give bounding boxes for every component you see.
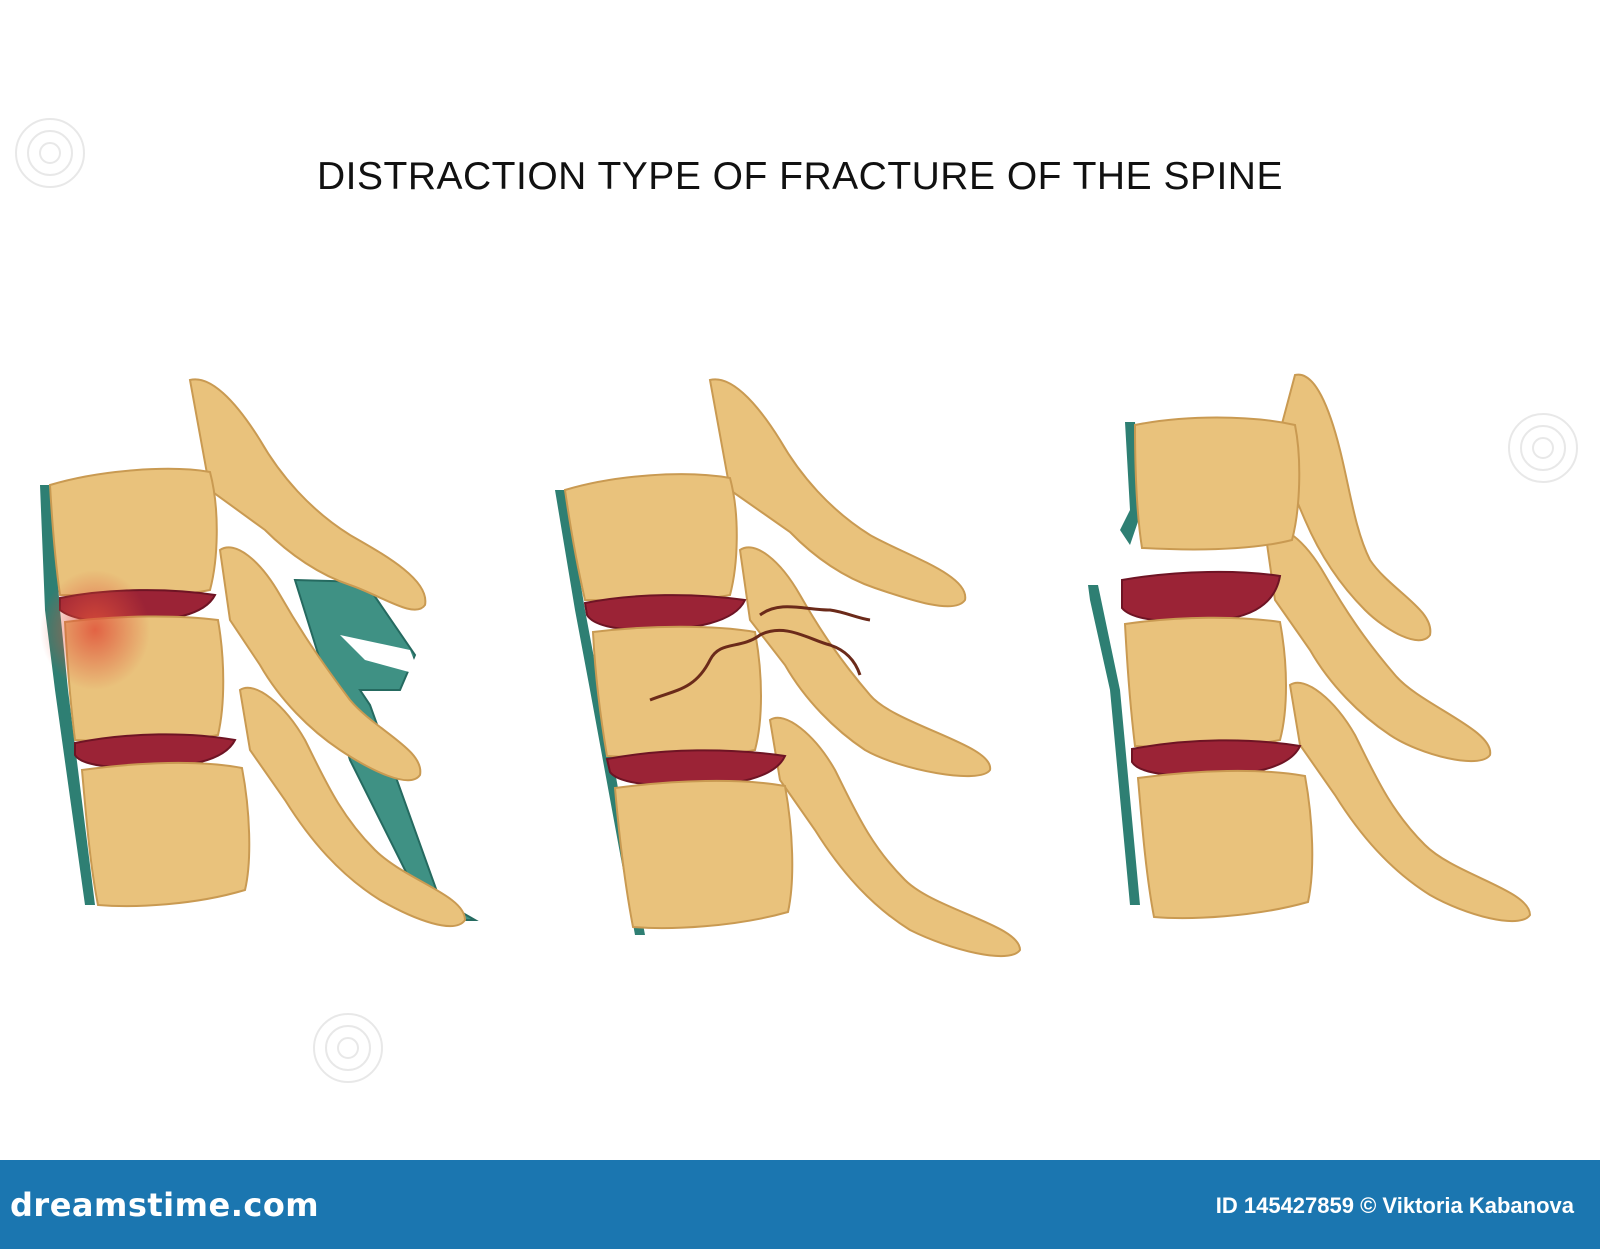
watermark-logo — [15, 118, 85, 188]
spinous-process-middle — [1263, 526, 1492, 763]
spine-diagram-bone-fracture — [545, 360, 1065, 1000]
anterior-ligament — [40, 485, 95, 905]
intervertebral-disc-bottom — [1131, 739, 1302, 778]
vertebral-body-bottom — [1136, 769, 1314, 920]
spinous-process-middle — [738, 546, 992, 778]
spinous-process-bottom — [238, 687, 467, 928]
injury-redness — [40, 570, 150, 690]
spinous-process-top — [188, 378, 427, 611]
vertebral-body-top — [48, 467, 218, 598]
anterior-ligament-lower — [1088, 585, 1140, 905]
author-credit: © Viktoria Kabanova — [1360, 1193, 1574, 1218]
watermark-logo — [313, 1013, 383, 1083]
spinous-process-bottom — [768, 717, 1022, 958]
intervertebral-disc-top — [583, 594, 747, 632]
vertebral-body-bottom — [613, 779, 794, 930]
footer-bar: dreamstime.com ID 145427859 © Viktoria K… — [0, 1160, 1600, 1249]
spine-illustration-2 — [555, 378, 1022, 958]
spine-diagram-dislocation — [1070, 360, 1590, 1000]
fracture-line — [649, 605, 871, 702]
watermark-logo — [1508, 413, 1578, 483]
spinous-process-top — [708, 378, 967, 608]
spinous-process-bottom — [1288, 682, 1532, 923]
vertebral-body-bottom — [80, 761, 251, 908]
footer-credit: ID 145427859 © Viktoria Kabanova — [1216, 1193, 1574, 1219]
vertebral-body-top — [563, 473, 738, 603]
image-id: ID 145427859 — [1215, 1193, 1354, 1218]
spinous-process-top — [1273, 373, 1432, 642]
spine-diagram-soft-tissue-injury — [20, 360, 540, 1000]
spine-illustration-3 — [1088, 373, 1532, 923]
vertebral-body-top-displaced — [1133, 416, 1301, 551]
spine-illustration-1 — [40, 378, 479, 928]
vertebral-body-middle — [591, 625, 762, 759]
intervertebral-disc-top — [1121, 570, 1282, 624]
page-title: DISTRACTION TYPE OF FRACTURE OF THE SPIN… — [317, 155, 1283, 198]
ligament-tear — [340, 635, 420, 675]
intervertebral-disc-bottom — [605, 749, 787, 788]
footer-logo[interactable]: dreamstime.com — [10, 1186, 320, 1224]
intervertebral-disc-bottom — [74, 733, 237, 770]
vertebral-body-middle — [1123, 616, 1287, 749]
spinous-process-middle — [218, 546, 422, 782]
